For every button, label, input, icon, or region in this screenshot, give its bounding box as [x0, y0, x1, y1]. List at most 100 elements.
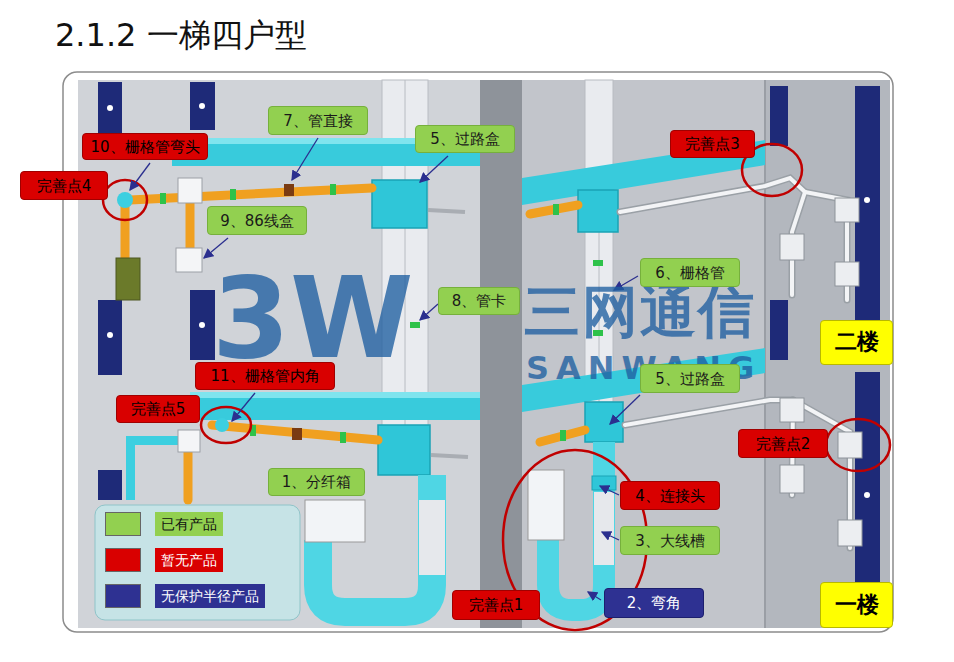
- callout-missing: 完善点3: [670, 130, 755, 158]
- legend-swatch: [105, 548, 141, 572]
- leader-line: [292, 138, 318, 180]
- leader-line: [602, 532, 619, 540]
- panel-dots: [107, 105, 113, 111]
- walls: [78, 80, 890, 628]
- pipe-joint: [284, 184, 294, 196]
- white-pipe: [625, 400, 793, 425]
- callout-text: 3、大线槽: [635, 532, 705, 550]
- grid-pipe: [530, 205, 578, 214]
- grid-pipe: [125, 188, 585, 500]
- legend-text: 无保护半径产品: [155, 584, 265, 608]
- callout-existing: 5、过路盒: [640, 364, 740, 393]
- callout-text: 2、弯角: [627, 594, 682, 612]
- panel-dots: [199, 322, 205, 328]
- wall-panels: [770, 86, 788, 146]
- legend-text: 已有产品: [155, 512, 223, 536]
- pipe-clip: [330, 184, 336, 195]
- pass-box: [378, 425, 430, 475]
- outlet-box: [178, 430, 200, 452]
- white-pipe: [625, 400, 793, 425]
- walls: [78, 80, 480, 628]
- floor-label: 二楼: [820, 320, 893, 365]
- panel-dots: [107, 103, 870, 498]
- panel-dots: [864, 492, 870, 498]
- panel-dots: [199, 103, 205, 109]
- socket-box: [838, 520, 862, 546]
- legend-swatch: [105, 512, 141, 536]
- callout-missing: 完善点4: [20, 171, 108, 200]
- pipe-clip: [230, 189, 236, 200]
- cable-tray: [522, 348, 765, 412]
- callout-text: 10、栅格管弯头: [90, 138, 199, 156]
- callout-text: 1、分纤箱: [282, 473, 352, 491]
- frame: [63, 72, 893, 632]
- callout-existing: 7、管直接: [268, 106, 368, 135]
- pass-box: [585, 402, 623, 442]
- leader-line: [232, 393, 255, 421]
- callout-text: 完善点2: [756, 435, 811, 453]
- socket-box: [780, 198, 862, 546]
- legend-text: 暂无产品: [155, 548, 223, 572]
- wall-panels: [98, 470, 122, 500]
- callout-missing: 完善点5: [116, 395, 200, 423]
- wall-panels: [190, 82, 215, 130]
- riser: [405, 80, 406, 430]
- callout-existing: 5、过路盒: [415, 125, 515, 153]
- callout-existing: 1、分纤箱: [268, 468, 365, 496]
- callout-text: 9、86线盒: [220, 212, 294, 230]
- callout-text: 6、栅格管: [655, 264, 725, 282]
- leader-line: [588, 592, 601, 600]
- frame: [78, 80, 890, 628]
- leader-line: [610, 395, 640, 424]
- callout-existing: 8、管卡: [438, 287, 520, 315]
- callout-missing: 完善点1: [452, 590, 540, 620]
- pipe-stub: [431, 455, 468, 457]
- electric-panel: [116, 258, 140, 300]
- callout-text: 二楼: [835, 329, 879, 355]
- callout-text: 完善点3: [685, 135, 740, 153]
- improvement-circle: [201, 407, 251, 443]
- callout-text: 完善点5: [131, 400, 186, 418]
- leader-line: [204, 238, 228, 258]
- callout-text: 5、过路盒: [655, 370, 725, 388]
- callout-missing: 11、栅格管内角: [195, 362, 335, 390]
- callout-text: 8、管卡: [452, 292, 507, 310]
- pipe-clip: [553, 204, 559, 215]
- callout-missing: 完善点2: [738, 429, 828, 458]
- improvement-circle: [103, 144, 890, 630]
- leader-line: [420, 304, 438, 320]
- elbow: [126, 436, 135, 500]
- grid-pipe: [121, 205, 130, 258]
- pipe-stub: [428, 210, 468, 457]
- callout-unprotected: 2、弯角: [604, 588, 704, 618]
- panel-dots: [107, 332, 113, 338]
- cable-tray: [172, 138, 765, 420]
- pipe-clip: [560, 430, 566, 441]
- pipe-clip: [160, 193, 166, 204]
- socket-box: [780, 234, 804, 260]
- callout-missing: 10、栅格管弯头: [82, 133, 208, 160]
- leader-line: [600, 486, 619, 495]
- watermark: 3W: [212, 262, 413, 374]
- improvement-circle: [826, 419, 890, 471]
- outlet-box: [178, 178, 202, 203]
- main-duct: [419, 500, 445, 575]
- fiber-box: [305, 500, 365, 542]
- main-duct: [594, 492, 614, 565]
- callout-existing: 9、86线盒: [207, 206, 307, 235]
- legend-panel: [95, 505, 300, 620]
- pipe-clip: [340, 432, 346, 443]
- fiber-box: [528, 470, 564, 540]
- cable-tray: [190, 392, 480, 420]
- callout-text: 7、管直接: [283, 112, 353, 130]
- improvement-circle: [103, 180, 147, 220]
- legend-panel: [95, 505, 300, 620]
- callout-existing: 3、大线槽: [620, 526, 720, 555]
- cable-tray: [190, 392, 480, 398]
- grid-pipe: [186, 203, 195, 248]
- leader-line: [420, 156, 448, 182]
- callout-text: 一楼: [835, 592, 879, 618]
- pass-box: [578, 190, 618, 232]
